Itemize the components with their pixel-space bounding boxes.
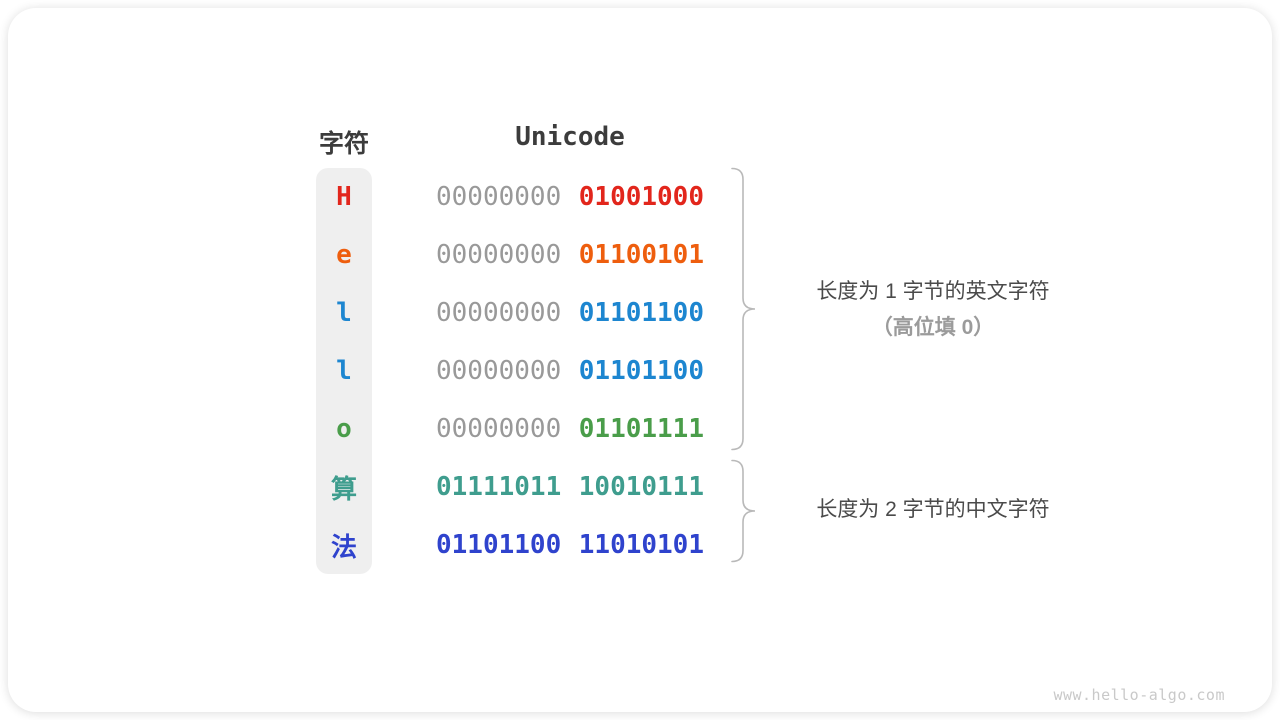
character-cell: l xyxy=(336,298,352,328)
high-byte: 00000000 xyxy=(436,298,562,328)
annotation-line: 长度为 1 字节的英文字符 xyxy=(816,280,1050,303)
annotation-english-chars: 长度为 1 字节的英文字符 （高位填 0） xyxy=(753,274,1113,346)
low-byte: 10010111 xyxy=(578,472,704,502)
binary-row: 01111011 10010111 xyxy=(436,458,704,516)
binary-row: 00000000 01100101 xyxy=(436,226,704,284)
annotation-line: 长度为 2 字节的中文字符 xyxy=(816,498,1050,521)
low-byte: 01101100 xyxy=(578,356,704,386)
character-cell: 法 xyxy=(330,532,357,563)
brace-one-byte-group-icon xyxy=(730,167,760,451)
annotation-chinese-chars: 长度为 2 字节的中文字符 xyxy=(753,492,1113,528)
binary-row: 00000000 01001000 xyxy=(436,168,704,226)
high-byte: 01111011 xyxy=(436,472,562,502)
high-byte: 00000000 xyxy=(436,356,562,386)
binary-row: 00000000 01101100 xyxy=(436,342,704,400)
brace-two-byte-group-icon xyxy=(730,459,760,563)
character-column: H e l l o 算 法 xyxy=(316,168,372,574)
low-byte: 01101100 xyxy=(578,298,704,328)
brace-path xyxy=(731,459,756,563)
character-cell: 算 xyxy=(330,474,357,505)
binary-row: 00000000 01101111 xyxy=(436,400,704,458)
character-cell: o xyxy=(336,414,352,444)
low-byte: 01100101 xyxy=(578,240,704,270)
character-cell: e xyxy=(336,240,352,270)
low-byte: 11010101 xyxy=(578,530,704,560)
binary-row: 00000000 01101100 xyxy=(436,284,704,342)
diagram-card: 字符 Unicode H e l l o 算 法 00000000 010010… xyxy=(8,8,1272,712)
low-byte: 01001000 xyxy=(578,182,704,212)
high-byte: 00000000 xyxy=(436,182,562,212)
unicode-binary-column: 00000000 01001000 00000000 01100101 0000… xyxy=(436,168,704,574)
character-cell: l xyxy=(336,356,352,386)
high-byte: 01101100 xyxy=(436,530,562,560)
high-byte: 00000000 xyxy=(436,414,562,444)
brace-path xyxy=(731,167,756,451)
binary-row: 01101100 11010101 xyxy=(436,516,704,574)
high-byte: 00000000 xyxy=(436,240,562,270)
unicode-column-header: Unicode xyxy=(515,122,625,152)
low-byte: 01101111 xyxy=(578,414,704,444)
watermark: www.hello-algo.com xyxy=(1053,686,1225,704)
annotation-line: （高位填 0） xyxy=(871,316,995,339)
char-column-header: 字符 xyxy=(318,130,369,158)
character-cell: H xyxy=(336,182,352,212)
